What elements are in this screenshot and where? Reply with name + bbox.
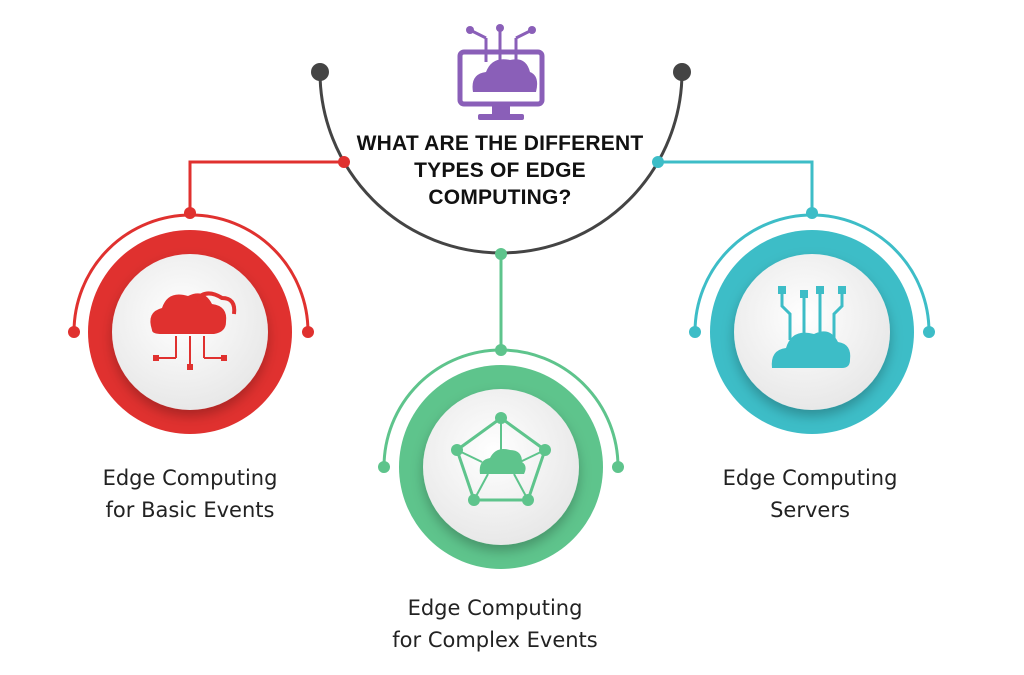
network-cloud-pentagon-icon bbox=[451, 412, 551, 506]
label-servers: Edge Computing Servers bbox=[680, 462, 940, 526]
inner-disc bbox=[734, 254, 890, 410]
cloud-circuit-icon bbox=[771, 286, 851, 368]
label-line: Edge Computing bbox=[722, 466, 898, 490]
monitor-cloud-icon bbox=[457, 24, 545, 120]
label-line: Edge Computing bbox=[102, 466, 278, 490]
connector-complex bbox=[495, 248, 507, 356]
label-basic-events: Edge Computing for Basic Events bbox=[60, 462, 320, 526]
label-line: Edge Computing bbox=[407, 596, 583, 620]
label-complex-events: Edge Computing for Complex Events bbox=[355, 592, 635, 656]
diagram-title: WHAT ARE THE DIFFERENT TYPES OF EDGE COM… bbox=[330, 130, 670, 211]
label-line: for Complex Events bbox=[392, 628, 598, 652]
label-line: Servers bbox=[770, 498, 850, 522]
outer-arc bbox=[693, 213, 931, 333]
arc-endpoint-left bbox=[311, 63, 329, 81]
connector-basic bbox=[184, 156, 350, 219]
node-servers bbox=[689, 213, 935, 434]
connector-servers bbox=[652, 156, 818, 219]
node-basic bbox=[68, 213, 314, 434]
outer-arc bbox=[382, 348, 620, 468]
title-line: WHAT ARE THE DIFFERENT bbox=[356, 132, 644, 155]
title-line: TYPES OF EDGE bbox=[414, 159, 586, 182]
cloud-network-icon bbox=[150, 291, 237, 370]
outer-arc bbox=[72, 213, 310, 333]
label-line: for Basic Events bbox=[105, 498, 275, 522]
title-line: COMPUTING? bbox=[428, 186, 572, 209]
arc-endpoint-right bbox=[673, 63, 691, 81]
node-complex bbox=[378, 348, 624, 569]
